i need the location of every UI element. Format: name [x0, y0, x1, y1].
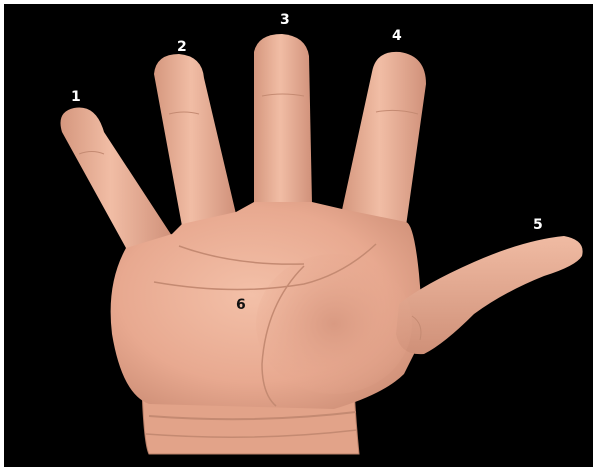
- finger-2: [154, 54, 236, 226]
- label-4: 4: [392, 29, 402, 43]
- label-2: 2: [177, 40, 187, 54]
- hand-illustration: [4, 4, 593, 467]
- thenar-eminence: [256, 254, 412, 394]
- label-1: 1: [71, 90, 81, 104]
- figure-frame: 1 2 3 4 5 6: [4, 4, 593, 467]
- label-3: 3: [280, 13, 290, 27]
- finger-3: [254, 34, 312, 204]
- thumb-5: [396, 236, 583, 354]
- label-5: 5: [533, 218, 543, 232]
- label-6: 6: [236, 298, 246, 312]
- finger-4: [342, 52, 426, 226]
- finger-1: [61, 108, 173, 251]
